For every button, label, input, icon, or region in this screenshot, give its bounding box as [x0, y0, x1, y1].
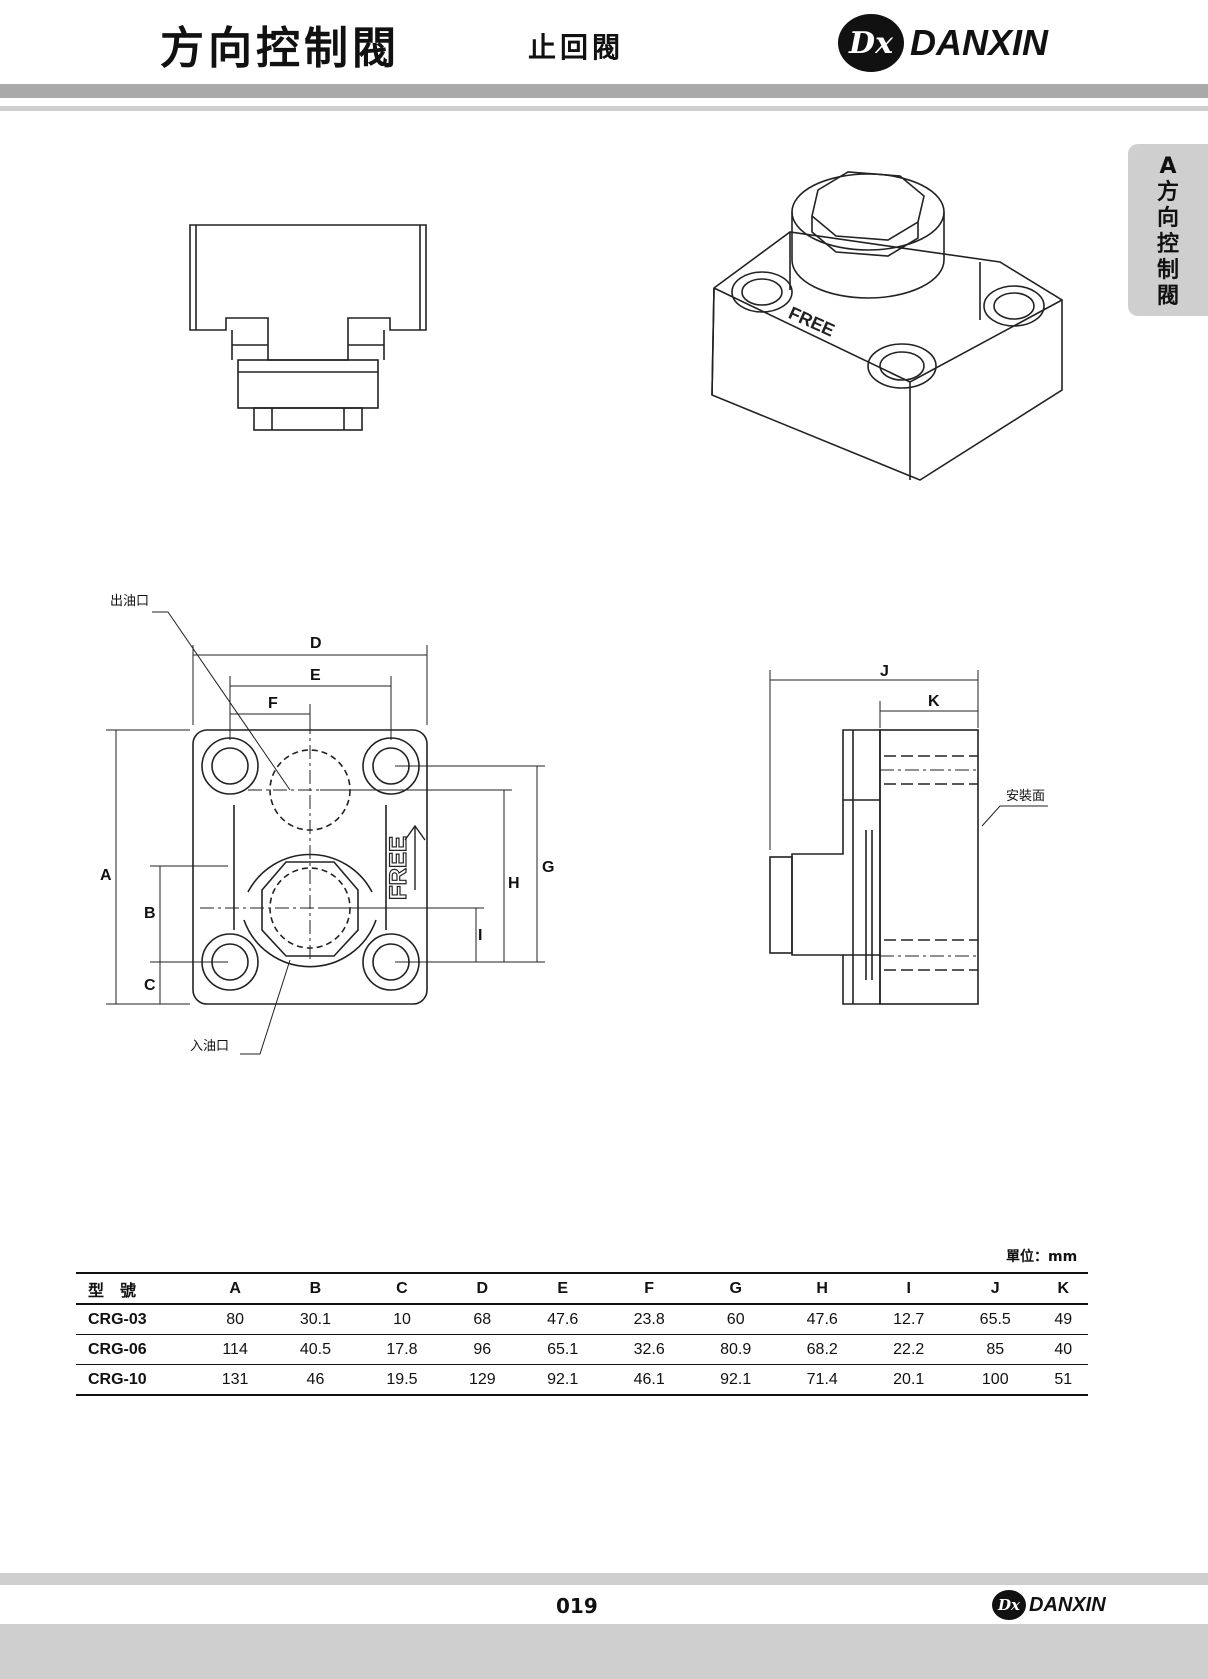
column-header: C [358, 1272, 446, 1305]
dim-c-label: C [144, 977, 156, 994]
table-cell: 23.8 [605, 1304, 693, 1335]
table-cell: 80.9 [692, 1334, 779, 1365]
footer-rule [0, 1573, 1208, 1585]
column-header: G [692, 1272, 779, 1305]
section-tab-char: A [1159, 154, 1177, 179]
table-cell: 22.2 [865, 1334, 952, 1365]
table-cell: 30.1 [272, 1304, 359, 1335]
page-title: 方向控制閥 [160, 23, 400, 74]
isometric-view-drawing: FREE [711, 171, 1063, 481]
table-cell: 65.1 [519, 1334, 606, 1365]
table-cell: 46.1 [605, 1364, 693, 1396]
dim-i-label: I [478, 927, 482, 944]
section-tab-char: 制 [1156, 258, 1179, 283]
footer-brand-logo: Dx DANXIN [992, 1590, 1106, 1620]
column-header: H [778, 1272, 866, 1305]
page-subtitle: 止回閥 [528, 31, 625, 64]
table-cell: 80 [198, 1304, 273, 1335]
table-cell: 60 [692, 1304, 779, 1335]
dim-k-label: K [928, 693, 940, 710]
column-header: J [951, 1272, 1039, 1305]
brand-name: DANXIN [910, 22, 1049, 63]
table-cell: 40.5 [272, 1334, 359, 1365]
mounting-face-label: 安裝面 [1006, 788, 1045, 803]
table-cell: 20.1 [865, 1364, 952, 1396]
section-tab-char: 方 [1156, 180, 1179, 205]
table-cell: 68.2 [778, 1334, 866, 1365]
column-header: A [198, 1272, 273, 1305]
dim-f-label: F [268, 695, 278, 712]
table-cell: 40 [1038, 1334, 1088, 1365]
dim-d-label: D [310, 635, 322, 652]
column-header: I [865, 1272, 952, 1305]
brand-mark-icon: Dx [838, 14, 904, 72]
brand-mark-icon: Dx [992, 1590, 1026, 1620]
table-cell: 17.8 [358, 1334, 446, 1365]
table-cell: 47.6 [778, 1304, 866, 1335]
column-header: F [605, 1272, 693, 1305]
table-cell: 85 [951, 1334, 1039, 1365]
header-rule [0, 106, 1208, 111]
table-cell: CRG-03 [76, 1304, 198, 1335]
side-view-drawing: J K 安裝面 [769, 663, 1048, 1005]
brand-logo: Dx DANXIN [838, 14, 1048, 72]
front-view-drawing [189, 224, 427, 431]
dim-b-label: B [144, 905, 156, 922]
table-cell: 71.4 [778, 1364, 866, 1396]
column-header: 型 號 [76, 1272, 198, 1305]
dim-h-label: H [508, 875, 520, 892]
dim-g-label: G [542, 859, 554, 876]
technical-drawing: FREE FREE A B C D [100, 171, 1063, 1055]
spec-table: 型 號 A B C D E F G H I J K CRG-03 80 30.1… [76, 1272, 1088, 1396]
table-cell: 10 [358, 1304, 446, 1335]
table-cell: 12.7 [865, 1304, 952, 1335]
table-row: CRG-06 114 40.5 17.8 96 65.1 32.6 80.9 6… [76, 1334, 1088, 1365]
column-header: B [272, 1272, 359, 1305]
column-header: E [519, 1272, 606, 1305]
header-band [0, 84, 1208, 98]
table-header-row: 型 號 A B C D E F G H I J K [76, 1272, 1088, 1305]
table-cell: 19.5 [358, 1364, 446, 1396]
unit-label: 單位：mm [1006, 1249, 1078, 1265]
table-cell: 131 [198, 1364, 273, 1396]
footer-band [0, 1624, 1208, 1679]
table-cell: 68 [445, 1304, 520, 1335]
table-cell: 32.6 [605, 1334, 693, 1365]
free-label: FREE [385, 836, 412, 900]
section-tab: A 方 向 控 制 閥 [1128, 144, 1208, 316]
table-cell: 92.1 [692, 1364, 779, 1396]
table-cell: 92.1 [519, 1364, 606, 1396]
inlet-label: 入油口 [190, 1038, 229, 1053]
column-header: D [445, 1272, 520, 1305]
brand-name: DANXIN [1029, 1593, 1106, 1616]
table-cell: 46 [272, 1364, 359, 1396]
plan-view-drawing: FREE A B C D E F G H I 出油口 入油口 [100, 593, 554, 1055]
section-tab-char: 閥 [1156, 284, 1179, 309]
table-cell: 65.5 [951, 1304, 1039, 1335]
section-tab-char: 向 [1156, 206, 1179, 231]
section-tab-char: 控 [1156, 232, 1179, 257]
page-number: 019 [556, 1594, 598, 1618]
table-cell: 114 [198, 1334, 273, 1365]
table-row: CRG-10 131 46 19.5 129 92.1 46.1 92.1 71… [76, 1364, 1088, 1396]
table-cell: CRG-06 [76, 1334, 198, 1365]
table-cell: 100 [951, 1364, 1039, 1396]
dim-a-label: A [100, 867, 112, 884]
column-header: K [1038, 1272, 1088, 1305]
table-cell: 47.6 [519, 1304, 606, 1335]
outlet-label: 出油口 [110, 593, 149, 608]
table-cell: 51 [1038, 1364, 1088, 1396]
dim-e-label: E [310, 667, 321, 684]
table-cell: 96 [445, 1334, 520, 1365]
table-cell: CRG-10 [76, 1364, 198, 1396]
table-row: CRG-03 80 30.1 10 68 47.6 23.8 60 47.6 1… [76, 1304, 1088, 1335]
dim-j-label: J [880, 663, 889, 680]
table-cell: 129 [445, 1364, 520, 1396]
table-cell: 49 [1038, 1304, 1088, 1335]
